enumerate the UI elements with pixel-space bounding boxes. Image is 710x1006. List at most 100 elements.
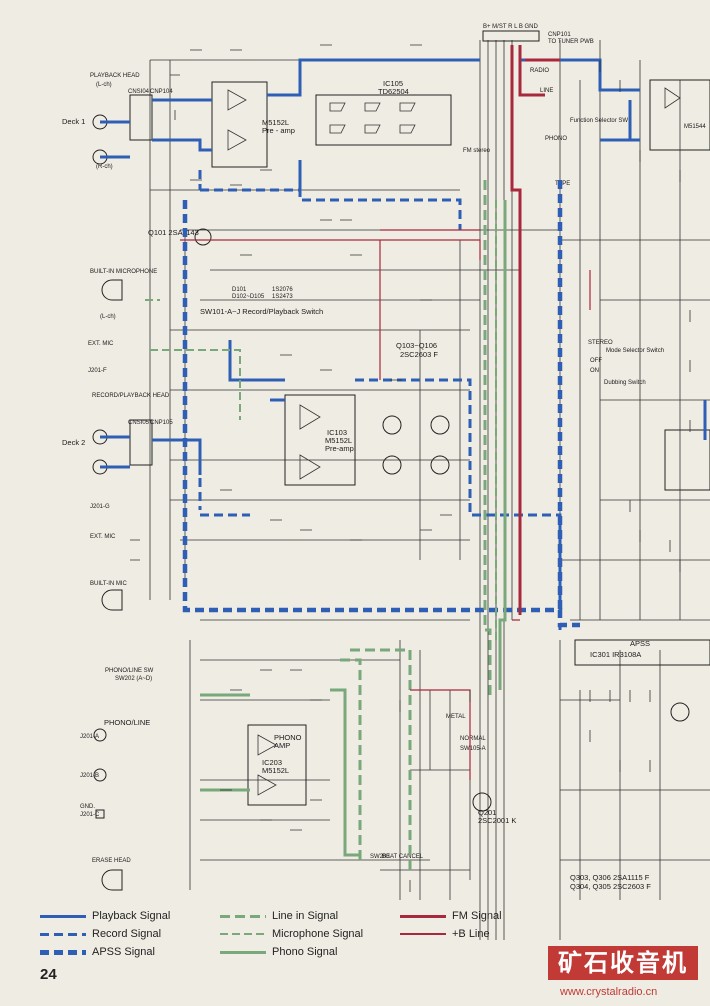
legend-microphone-swatch <box>220 933 266 935</box>
ic203-ref: IC203 <box>262 758 282 767</box>
wiring <box>149 40 710 940</box>
phono-sel-label: PHONO <box>545 136 567 142</box>
ic301-title: APSS <box>630 639 650 648</box>
legend-microphone: Microphone Signal <box>220 926 363 942</box>
left-connectors <box>92 94 153 891</box>
mic-lch-label: (L-ch) <box>100 314 116 320</box>
legend-apss-label: APSS Signal <box>92 946 155 958</box>
stereo-label: STEREO <box>588 340 613 346</box>
ext-mic-label-2: EXT. MIC <box>90 534 116 540</box>
diode-ref-1: D101 <box>232 287 247 293</box>
ic203-title-1: PHONO <box>274 733 302 742</box>
ic101-box <box>211 81 268 168</box>
sw203-label: SW203 <box>370 854 390 860</box>
builtin-mic2-label: BUILT-IN MIC <box>90 581 128 587</box>
ext-mic-label: EXT. MIC <box>88 341 114 347</box>
legend-line-in-label: Line in Signal <box>272 910 339 922</box>
metal-label: METAL <box>446 714 466 720</box>
phono-line-label: PHONO/LINE <box>104 718 150 727</box>
q303-label: Q303, Q306 2SA1115 F <box>570 873 650 882</box>
q103-106-part: 2SC2603 F <box>400 350 438 359</box>
q201-part: 2SC2001 K <box>478 816 516 825</box>
phono-line-sw-label: PHONO/LINE SW <box>105 668 154 674</box>
sw202-label: SW202 (A~D) <box>115 676 152 682</box>
ic105-part: TD62504 <box>378 87 409 96</box>
q101-label: Q101 2SA1143 <box>148 228 199 237</box>
ic203-title-2: AMP <box>274 741 290 750</box>
legend-line-in: Line in Signal <box>220 908 338 924</box>
ic103-label: M5152L <box>325 436 352 445</box>
diode-part-1: 1S2076 <box>272 287 293 293</box>
ic301-label: IC301 IR3108A <box>590 650 641 659</box>
connector-cnp101 <box>482 30 540 42</box>
j201b-label: J201-B <box>80 773 99 779</box>
cnp104-label: CNP104 <box>150 89 173 95</box>
ic103-ref: IC103 <box>327 428 347 437</box>
ic101-label: M5152L <box>262 118 289 127</box>
ic105-label: IC105 <box>383 79 403 88</box>
legend-phono-label: Phono Signal <box>272 946 338 958</box>
legend-record: Record Signal <box>40 926 161 942</box>
deck1-label: Deck 1 <box>62 117 85 126</box>
ic203-label: M5152L <box>262 766 289 775</box>
beat-cancel-label: BEAT CANCEL <box>382 854 424 860</box>
legend-playback-swatch <box>40 914 86 918</box>
tape-label: TAPE <box>555 181 570 187</box>
on-label: ON <box>590 368 599 374</box>
j201g-label: J201-G <box>90 504 110 510</box>
line-label: LINE <box>540 88 553 94</box>
connector-pin-labels: B+ M/ST R L B GND <box>483 24 539 30</box>
transistors <box>194 228 690 812</box>
radio-label: RADIO <box>530 68 549 74</box>
erase-head-label: ERASE HEAD <box>92 858 131 864</box>
ic103-sub: Pre-amp. <box>325 444 356 453</box>
legend-phono-swatch <box>220 950 266 954</box>
legend-fm-label: FM Signal <box>452 910 502 922</box>
legend-apss: APSS Signal <box>40 944 155 960</box>
deck2-label: Deck 2 <box>62 438 85 447</box>
ic103-box <box>284 394 356 486</box>
legend-fm-swatch <box>400 914 446 918</box>
q201-label: Q201 <box>478 808 496 817</box>
legend-microphone-label: Microphone Signal <box>272 928 364 940</box>
j201c-label: J201-C <box>80 812 100 818</box>
legend-bline-label: +B Line <box>452 928 490 940</box>
ic-right-box <box>664 429 710 491</box>
legend-playback-label: Playback Signal <box>92 910 171 922</box>
ic105-box <box>315 94 452 146</box>
passive-components <box>130 44 691 892</box>
j201f-label: J201-F <box>88 368 107 374</box>
legend-record-swatch <box>40 932 86 936</box>
legend-playback: Playback Signal <box>40 908 170 924</box>
rec-pb-head-label: RECORD/PLAYBACK HEAD <box>92 393 170 399</box>
cnsi04-label: CNSI04 <box>128 89 150 95</box>
signal-paths <box>100 45 707 870</box>
builtin-mic-label: BUILT-IN MICROPHONE <box>90 269 157 275</box>
playback-rch-label: (R-ch) <box>96 164 113 170</box>
func-selector-label: Function Selector SW <box>570 118 628 124</box>
off-label: OFF <box>590 358 602 364</box>
connector-ref: CNP101 <box>548 32 571 38</box>
cnsi05-label: CNSI05 <box>128 420 150 426</box>
ic104-label: M51544 <box>684 124 706 130</box>
fm-stereo-label: FM stereo <box>463 148 491 154</box>
legend-apss-swatch <box>40 949 86 955</box>
mode-selector-label: Mode Selector Switch <box>606 348 664 354</box>
playback-head-label: PLAYBACK HEAD <box>90 73 140 79</box>
legend: Playback Signal Record Signal APSS Signa… <box>40 906 540 962</box>
q103-106-label: Q103~Q106 <box>396 341 437 350</box>
normal-label: NORMAL <box>460 736 486 742</box>
legend-phono: Phono Signal <box>220 944 337 960</box>
legend-fm: FM Signal <box>400 908 502 924</box>
diode-part-2: 1S2473 <box>272 294 293 300</box>
ic203-box <box>247 724 307 806</box>
diode-ref-range: D102~D105 <box>232 294 265 300</box>
q304-label: Q304, Q305 2SC2603 F <box>570 882 651 891</box>
connector-dest: TO TUNER PWB <box>548 39 594 45</box>
gnd-label: GND. <box>80 804 95 810</box>
watermark-url: www.crystalradio.cn <box>560 986 658 998</box>
dubbing-label: Dubbing Switch <box>604 380 646 386</box>
sw101-title: SW101-A~J Record/Playback Switch <box>200 307 323 316</box>
playback-lch-label: (L-ch) <box>96 82 112 88</box>
